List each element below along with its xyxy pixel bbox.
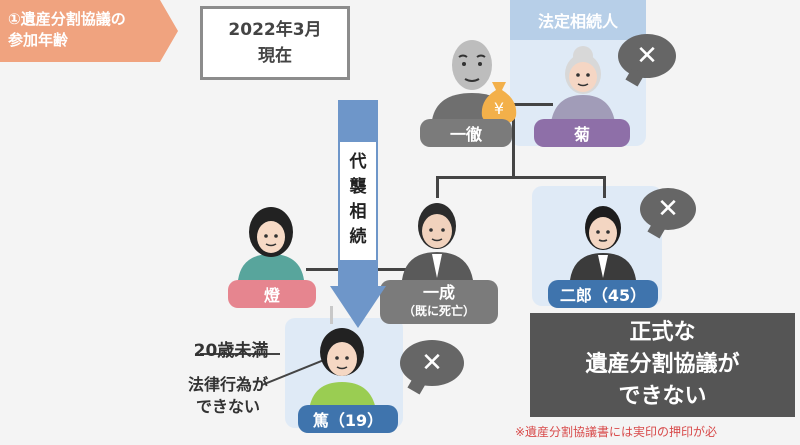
- atsushi-figure: [309, 328, 376, 410]
- parent-drop-line: [512, 103, 515, 178]
- kiku-figure: [551, 46, 615, 122]
- footnote: ※遺産分割協議書には実印の押印が必: [515, 425, 718, 439]
- sibling-line: [436, 176, 606, 179]
- yen-symbol: ¥: [494, 99, 504, 118]
- section-title-line1: ①遺産分割協議の: [8, 10, 126, 28]
- atsushi-label: 篤（19）: [298, 405, 398, 433]
- inheritance-arrow-text: 代 襲 相 続: [340, 150, 376, 250]
- issei-drop-line: [436, 176, 439, 198]
- legal-act-line2: できない: [195, 397, 260, 416]
- legal-act-label: 法律行為が できない: [180, 374, 276, 418]
- spouse-line: [493, 103, 553, 106]
- jiro-drop-line: [603, 176, 606, 198]
- section-title-line2: 参加年齢: [8, 31, 69, 49]
- arrow-char-4: 続: [349, 227, 367, 247]
- legal-heirs-header: 法定相続人: [510, 0, 646, 40]
- notice-line3: できない: [618, 384, 707, 409]
- minor-label: 20歳未満: [193, 341, 269, 361]
- section-title-tag: ①遺産分割協議の 参加年齢: [0, 0, 178, 62]
- atsushi-cross-bubble: ✕: [400, 340, 464, 386]
- issei-name: 一成: [422, 283, 455, 302]
- date-box: 2022年3月 現在: [200, 6, 350, 80]
- issei-note: （既に死亡）: [402, 304, 475, 318]
- jiro-label: 二郎（45）: [548, 280, 658, 308]
- ittetsu-label: 一徹: [420, 119, 512, 147]
- arrow-char-3: 相: [349, 202, 367, 222]
- jiro-cross-bubble: ✕: [640, 188, 696, 230]
- minor-pointer-line: [200, 353, 280, 355]
- kiku-label: 菊: [534, 119, 630, 147]
- atsushi-connector: [330, 306, 333, 324]
- date-line1: 2022年3月: [228, 20, 322, 40]
- touka-label: 燈: [228, 280, 316, 308]
- issei-figure: [402, 203, 473, 280]
- touka-figure: [238, 207, 304, 280]
- notice-line1: 正式な: [629, 320, 696, 345]
- arrow-char-1: 代: [349, 152, 367, 172]
- notice-box: 正式な 遺産分割協議が できない: [530, 313, 795, 417]
- date-line2: 現在: [258, 46, 292, 66]
- jiro-figure: [570, 206, 636, 280]
- arrow-char-2: 襲: [349, 177, 367, 197]
- legal-act-line1: 法律行為が: [187, 375, 268, 394]
- notice-line2: 遺産分割協議が: [585, 352, 740, 377]
- money-bag-icon: ¥: [481, 82, 517, 124]
- issei-label: 一成 （既に死亡）: [380, 280, 498, 324]
- inheritance-arrow: [330, 100, 386, 328]
- kiku-cross-bubble: ✕: [618, 34, 676, 78]
